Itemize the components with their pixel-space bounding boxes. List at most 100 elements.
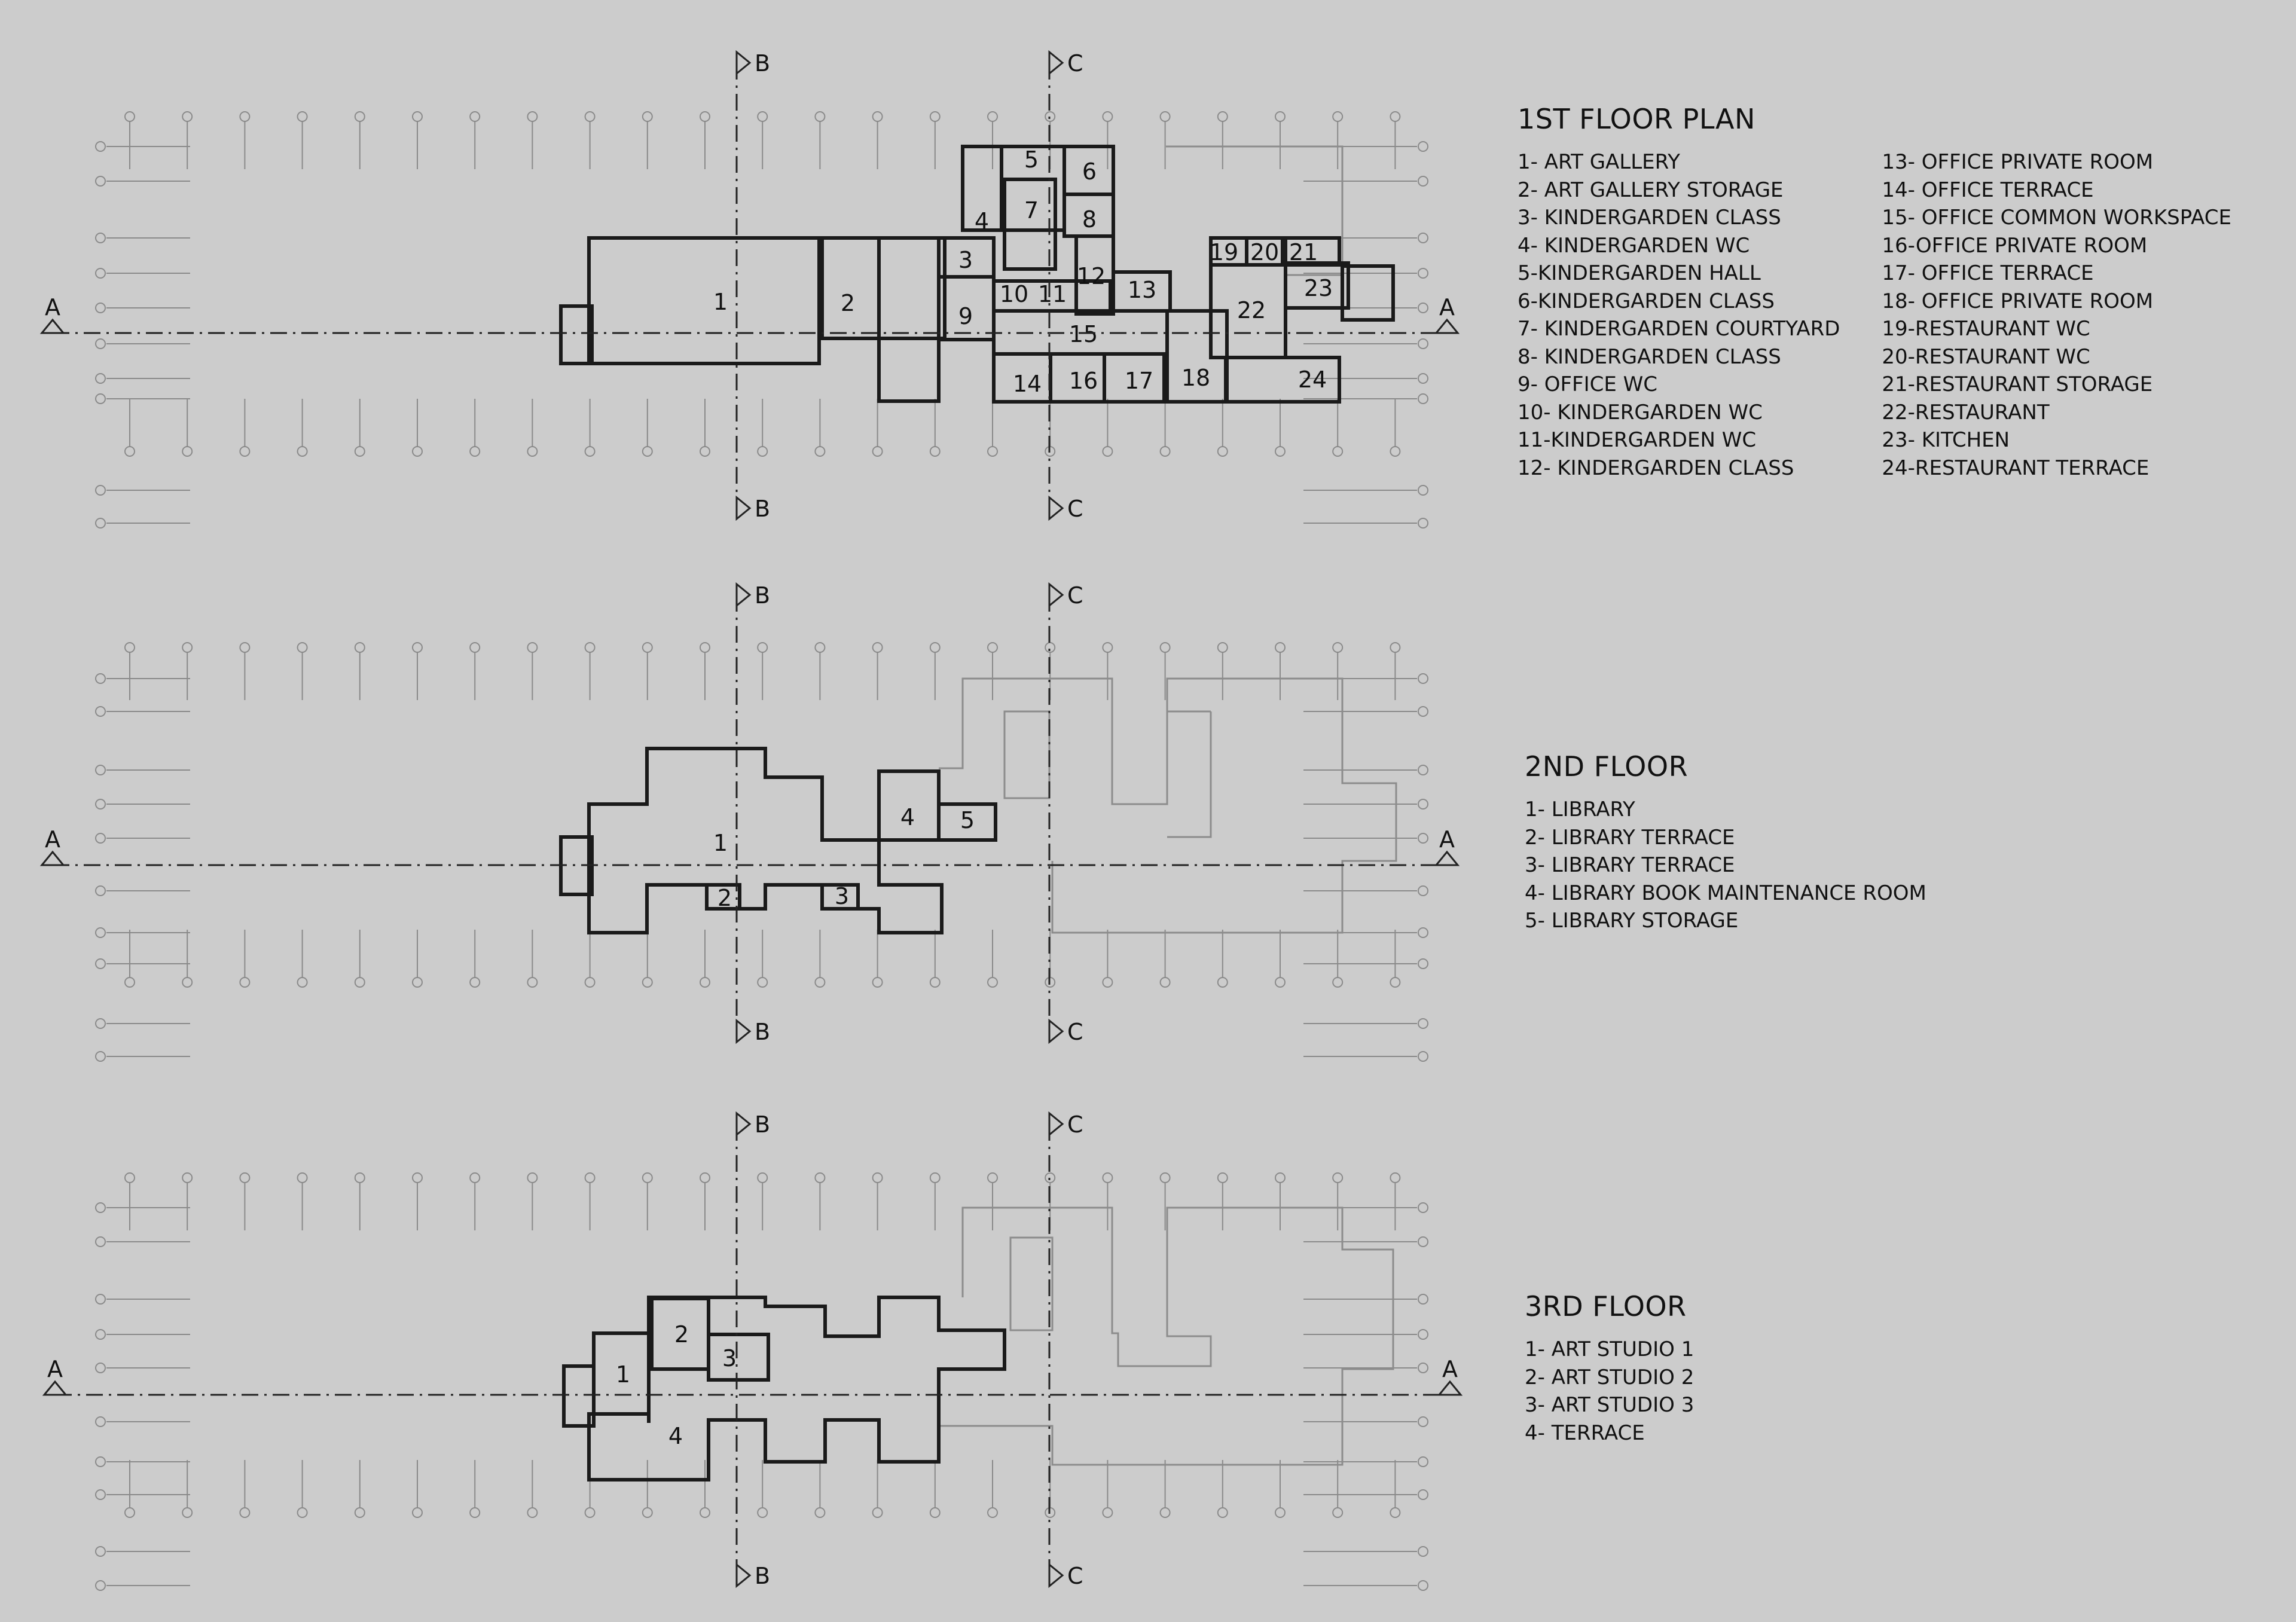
legend-item: 1- ART STUDIO 1 xyxy=(1525,1337,1694,1361)
room-number: 16 xyxy=(1069,368,1098,394)
legend-item: 24-RESTAURANT TERRACE xyxy=(1882,456,2150,480)
section-marker-icon xyxy=(1048,495,1064,521)
room-number: 3 xyxy=(722,1345,737,1371)
room-number: 4 xyxy=(668,1423,683,1449)
section-marker-icon xyxy=(1048,1018,1064,1044)
room-number: 3 xyxy=(835,883,849,909)
room-number: 10 xyxy=(1000,281,1028,307)
first-floor-walls xyxy=(559,145,1395,404)
section-marker-label: B xyxy=(755,582,770,609)
section-marker-label: A xyxy=(1439,826,1455,853)
room-number: 24 xyxy=(1298,366,1327,393)
third-floor-ghost-outline xyxy=(939,1206,1394,1466)
section-marker-label: C xyxy=(1067,496,1083,522)
legend-item: 22-RESTAURANT xyxy=(1882,400,2050,424)
section-marker-label: B xyxy=(755,1563,770,1589)
legend-item: 12- KINDERGARDEN CLASS xyxy=(1518,456,1794,480)
second-floor-ghost-outline xyxy=(939,677,1397,934)
section-marker-label: C xyxy=(1067,582,1083,609)
room-number: 2 xyxy=(674,1321,689,1348)
first-floor-ghost-outline xyxy=(1166,145,1344,276)
legend-title: 1ST FLOOR PLAN xyxy=(1518,103,1755,135)
room-number: 18 xyxy=(1181,365,1210,391)
section-marker-label: C xyxy=(1067,1019,1083,1045)
legend-item: 18- OFFICE PRIVATE ROOM xyxy=(1882,289,2154,313)
legend-item: 21-RESTAURANT STORAGE xyxy=(1882,372,2153,396)
room-number: 12 xyxy=(1077,263,1106,289)
first-floor-legend: 1ST FLOOR PLAN 1- ART GALLERY 2- ART GALL… xyxy=(1518,103,2231,482)
room-number: 21 xyxy=(1289,239,1318,265)
room-number: 15 xyxy=(1069,321,1098,347)
legend-item: 8- KINDERGARDEN CLASS xyxy=(1518,344,1781,369)
legend-item: 4- KINDERGARDEN WC xyxy=(1518,233,1750,258)
room-number: 1 xyxy=(713,830,728,856)
room-number: 17 xyxy=(1125,368,1153,394)
room-number: 2 xyxy=(718,885,732,911)
legend-item: 2- LIBRARY TERRACE xyxy=(1525,825,1735,850)
section-marker-label: A xyxy=(1442,1356,1458,1382)
section-marker-label: A xyxy=(1439,294,1455,320)
legend-item: 20-RESTAURANT WC xyxy=(1882,344,2090,369)
legend-item: 4- TERRACE xyxy=(1525,1421,1645,1445)
legend-item: 3- KINDERGARDEN CLASS xyxy=(1518,206,1781,230)
legend-item: 23- KITCHEN xyxy=(1882,428,2010,452)
legend-item: 11-KINDERGARDEN WC xyxy=(1518,428,1757,452)
legend-item: 3- LIBRARY TERRACE xyxy=(1525,853,1735,877)
room-number: 4 xyxy=(975,208,989,234)
first-floor-grid xyxy=(95,111,1428,529)
section-marker-label: A xyxy=(47,1356,63,1382)
section-marker-icon xyxy=(735,1562,752,1589)
room-number: 7 xyxy=(1024,197,1039,224)
room-number: 2 xyxy=(841,290,855,316)
room-number: 11 xyxy=(1038,281,1067,307)
section-marker-icon xyxy=(735,582,752,608)
legend-item: 17- OFFICE TERRACE xyxy=(1882,261,2094,285)
legend-item: 14- OFFICE TERRACE xyxy=(1882,178,2094,202)
second-floor-grid xyxy=(95,642,1428,1062)
legend-item: 6-KINDERGARDEN CLASS xyxy=(1518,289,1775,313)
legend-item: 1- ART GALLERY xyxy=(1518,150,1680,174)
section-marker-label: B xyxy=(755,496,770,522)
legend-item: 2- ART GALLERY STORAGE xyxy=(1518,178,1784,202)
section-marker-icon xyxy=(1434,850,1460,866)
legend-item: 7- KINDERGARDEN COURTYARD xyxy=(1518,317,1840,341)
section-marker-label: B xyxy=(755,50,770,77)
section-marker-icon xyxy=(1048,50,1064,76)
section-marker-label: B xyxy=(755,1111,770,1138)
legend-item: 19-RESTAURANT WC xyxy=(1882,317,2090,341)
third-floor-walls xyxy=(562,1296,1006,1482)
room-number: 8 xyxy=(1082,206,1097,233)
room-number: 23 xyxy=(1304,275,1333,301)
room-number: 1 xyxy=(713,289,728,315)
section-marker-icon xyxy=(735,495,752,521)
legend-item: 16-OFFICE PRIVATE ROOM xyxy=(1882,233,2148,258)
section-marker-label: C xyxy=(1067,50,1083,77)
room-number: 14 xyxy=(1013,371,1042,397)
section-marker-icon xyxy=(735,1111,752,1137)
section-marker-icon xyxy=(735,1018,752,1044)
room-number: 22 xyxy=(1237,297,1266,323)
section-marker-icon xyxy=(39,850,66,866)
section-marker-icon xyxy=(1048,1562,1064,1589)
legend-item: 15- OFFICE COMMON WORKSPACE xyxy=(1882,206,2231,230)
legend-item: 9- OFFICE WC xyxy=(1518,372,1657,396)
legend-item: 1- LIBRARY xyxy=(1525,798,1635,821)
section-marker-icon xyxy=(735,50,752,76)
room-number: 5 xyxy=(1024,146,1039,173)
second-floor-walls xyxy=(559,747,997,934)
section-marker-label: A xyxy=(45,294,60,320)
first-floor-plan: 1 2 3 4 5 6 7 8 9 10 11 12 13 14 15 16 1… xyxy=(95,111,1428,529)
room-number: 19 xyxy=(1210,239,1238,265)
legend-item: 10- KINDERGARDEN WC xyxy=(1518,400,1763,424)
legend-title: 2ND FLOOR xyxy=(1525,750,1689,783)
section-marker-icon xyxy=(1434,318,1460,334)
section-marker-icon xyxy=(1048,582,1064,608)
section-marker-label: C xyxy=(1067,1563,1083,1589)
room-number: 6 xyxy=(1082,158,1097,185)
room-number: 3 xyxy=(958,247,973,273)
legend-item: 13- OFFICE PRIVATE ROOM xyxy=(1882,150,2154,174)
section-marker-label: B xyxy=(755,1019,770,1045)
